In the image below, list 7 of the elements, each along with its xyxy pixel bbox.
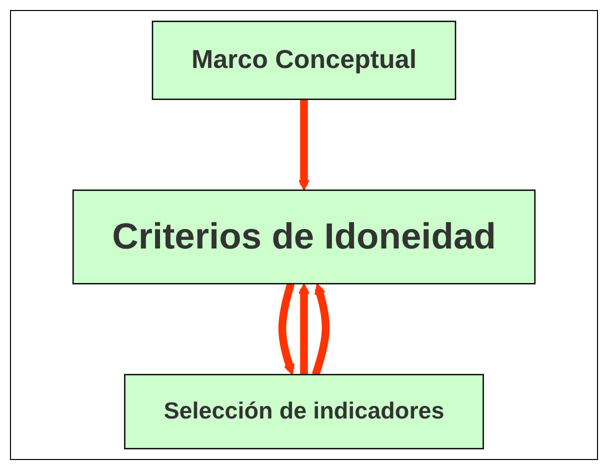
arrow [278, 282, 295, 376]
node-box: Selección de indicadores [124, 374, 484, 450]
arrow [298, 99, 310, 191]
arrow [312, 283, 330, 376]
node-box: Criterios de Idoneidad [72, 190, 536, 284]
node-box: Marco Conceptual [152, 20, 456, 100]
arrow [298, 283, 310, 375]
